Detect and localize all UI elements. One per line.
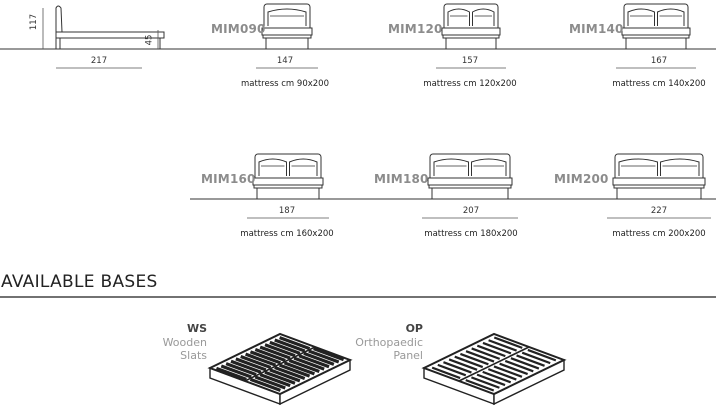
mattress-label-mim140: mattress cm 140x200: [612, 79, 706, 89]
width-dim-mim140: 167: [650, 56, 668, 66]
base-desc-ws-line2: Slats: [180, 349, 207, 362]
seat-dim-label: 45: [144, 34, 155, 46]
width-dim-mim160: 187: [278, 206, 296, 216]
mattress-label-mim090: mattress cm 90x200: [241, 79, 329, 89]
mattress-label-mim200: mattress cm 200x200: [612, 229, 706, 239]
bed-front-mim090: [261, 3, 313, 49]
model-code-mim090: MIM090: [211, 22, 266, 36]
bed-front-mim180: [427, 153, 513, 199]
bed-front-mim200: [612, 153, 706, 199]
mattress-label-mim120: mattress cm 120x200: [423, 79, 517, 89]
base-code-ws: WS: [186, 322, 207, 335]
width-dim-mim090: 147: [276, 56, 294, 66]
width-dim-mim180: 207: [462, 206, 480, 216]
model-code-mim120: MIM120: [388, 22, 443, 36]
width-dim-mim200: 227: [650, 206, 668, 216]
model-code-mim180: MIM180: [374, 172, 429, 186]
model-code-mim200: MIM200: [554, 172, 609, 186]
length-dim-label: 217: [90, 56, 108, 66]
model-code-mim160: MIM160: [201, 172, 256, 186]
base-desc-op-line1: Orthopaedic: [355, 336, 423, 349]
mattress-label-mim160: mattress cm 160x200: [240, 229, 334, 239]
bed-front-mim120: [441, 3, 501, 49]
base-code-op: OP: [405, 322, 423, 335]
height-dim-label: 117: [29, 13, 40, 31]
base-desc-op-line2: Panel: [393, 349, 423, 362]
bed-front-mim140: [621, 3, 691, 49]
base-illustration-ws: [207, 332, 353, 406]
mattress-label-mim180: mattress cm 180x200: [424, 229, 518, 239]
bed-side-view: [55, 5, 165, 49]
base-desc-ws-line1: Wooden: [162, 336, 207, 349]
bed-front-mim160: [252, 153, 324, 199]
base-illustration-op: [421, 332, 567, 406]
model-code-mim140: MIM140: [569, 22, 624, 36]
section-title: AVAILABLE BASES: [1, 272, 158, 292]
width-dim-mim120: 157: [461, 56, 479, 66]
